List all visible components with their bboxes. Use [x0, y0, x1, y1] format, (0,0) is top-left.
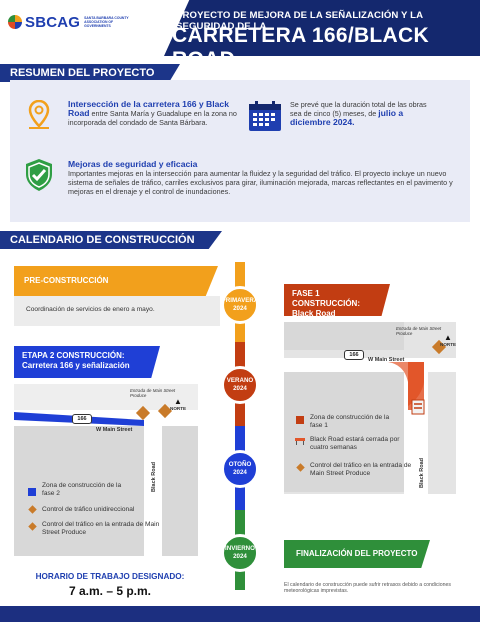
page-title: CARRETERA 166/BLACK ROAD — [172, 24, 429, 71]
phase1-legend-traffic: Control del tráfico en la entrada de Mai… — [310, 462, 412, 477]
summary-safety-body: Importantes mejoras en la intersección p… — [68, 169, 453, 196]
final-title: FINALIZACIÓN DEL PROYECTO — [284, 540, 430, 568]
logo-text: SBCAG — [25, 13, 81, 31]
phase1-legend-closure: Black Road estará cerrada por cuatro sem… — [310, 436, 400, 451]
logo-subtitle: SANTA BARBARA COUNTY ASSOCIATION OF GOVE… — [84, 16, 129, 28]
title-line1: PROYECTO DE MEJORA DE LA SEÑALIZACIÓN Y … — [176, 10, 423, 32]
season-winter: INVIERNO 2024 — [221, 534, 259, 572]
summary-panel: Intersección de la carretera 166 y Black… — [10, 80, 470, 222]
phase1-legend-zone: Zona de construcción de la fase 1 — [310, 414, 390, 429]
phase1-main-street-label: W Main Street — [368, 357, 405, 363]
phase1-entrance-label: Entrada de Main Street Produce — [396, 326, 442, 336]
season-summer-year: 2024 — [233, 385, 247, 392]
shield-check-icon — [26, 159, 52, 191]
phase2-title: ETAPA 2 CONSTRUCCIÓN: Carretera 166 y se… — [14, 346, 160, 378]
phase1-zone-swatch — [296, 416, 304, 424]
summary-duration: Se prevé que la duración total de las ob… — [290, 100, 440, 127]
work-hours-label: HORARIO DE TRABAJO DESIGNADO: — [35, 572, 185, 581]
phase1-north-arrow-icon: ▲ — [444, 333, 452, 342]
phase2-title-line2: Carretera 166 y señalización — [22, 361, 130, 370]
phase2-legend-oneway: Control de tráfico unidireccional — [42, 506, 135, 513]
phase1-title-line2: Black Road — [292, 309, 336, 318]
season-spring-label: PRIMAVERA — [221, 297, 259, 304]
summary-location: Intersección de la carretera 166 y Black… — [68, 99, 240, 128]
season-summer-label: VERANO — [226, 377, 254, 384]
phase1-route-shield: 166 — [344, 350, 364, 360]
calendar-icon — [249, 101, 281, 131]
disclaimer-text: El calendario de construcción puede sufr… — [284, 582, 451, 594]
calendar-section-label: CALENDARIO DE CONSTRUCCIÓN — [0, 231, 222, 249]
pre-construction-body: Coordinación de servicios de enero a may… — [26, 306, 155, 313]
phase1-north-label: NORTE — [440, 342, 457, 347]
phase1-title-line1: FASE 1 CONSTRUCCIÓN: — [292, 289, 360, 308]
footer-bar — [0, 606, 480, 622]
summary-safety-title: Mejoras de seguridad y eficacia — [68, 159, 198, 169]
summary-duration-dates: julio a diciembre 2024. — [290, 108, 404, 127]
phase1-map — [284, 322, 456, 494]
phase2-north-label: NORTE — [170, 406, 187, 411]
work-hours-value: 7 a.m. – 5 p.m. — [68, 584, 152, 598]
pre-construction-box — [14, 296, 220, 326]
title-bar — [164, 0, 480, 56]
summary-location-body: entre Santa María y Guadalupe en la zona… — [68, 109, 237, 127]
page-header: SBCAG SANTA BARBARA COUNTY ASSOCIATION O… — [0, 0, 480, 71]
season-fall-label: OTOÑO — [228, 461, 252, 468]
phase2-black-road-label: Black Road — [151, 462, 157, 492]
phase2-entrance-label: Entrada de Main Street Produce — [130, 388, 176, 398]
season-winter-year: 2024 — [233, 553, 247, 560]
season-fall-year: 2024 — [233, 469, 247, 476]
one-way-control-icon — [28, 505, 37, 514]
season-summer: VERANO 2024 — [221, 366, 259, 404]
summary-safety: Mejoras de seguridad y eficacia Importan… — [68, 159, 458, 197]
phase1-map-drawing — [284, 322, 456, 494]
pre-construction-title: PRE-CONSTRUCCIÓN — [14, 266, 218, 296]
traffic-control-sign-icon — [28, 522, 37, 531]
road-closure-barrier-icon — [295, 438, 305, 445]
summary-location-title: Intersección de la carretera 166 y Black… — [68, 99, 229, 118]
phase2-main-street-label: W Main Street — [96, 427, 133, 433]
phase1-title: FASE 1 CONSTRUCCIÓN: Black Road — [284, 284, 390, 316]
phase2-legend-traffic: Control del tráfico en la entrada de Mai… — [42, 521, 160, 536]
phase2-zone-swatch — [28, 488, 36, 496]
summary-section-label: RESUMEN DEL PROYECTO — [0, 64, 180, 82]
phase2-title-line1: ETAPA 2 CONSTRUCCIÓN: — [22, 351, 125, 360]
season-spring: PRIMAVERA 2024 — [221, 286, 259, 324]
summary-duration-body: Se prevé que la duración total de las ob… — [290, 100, 427, 118]
location-pin-icon — [28, 100, 50, 129]
phase2-route-shield: 166 — [72, 414, 92, 424]
season-winter-label: INVIERNO — [225, 545, 255, 552]
logo-icon — [8, 15, 22, 29]
phase2-legend-zone: Zona de construcción de la fase 2 — [42, 482, 122, 497]
phase2-north-arrow-icon: ▲ — [174, 397, 182, 406]
sbcag-logo: SBCAG SANTA BARBARA COUNTY ASSOCIATION O… — [8, 12, 158, 32]
traffic-control-sign-icon — [296, 463, 305, 472]
season-fall: OTOÑO 2024 — [221, 450, 259, 488]
season-spring-year: 2024 — [233, 305, 247, 312]
